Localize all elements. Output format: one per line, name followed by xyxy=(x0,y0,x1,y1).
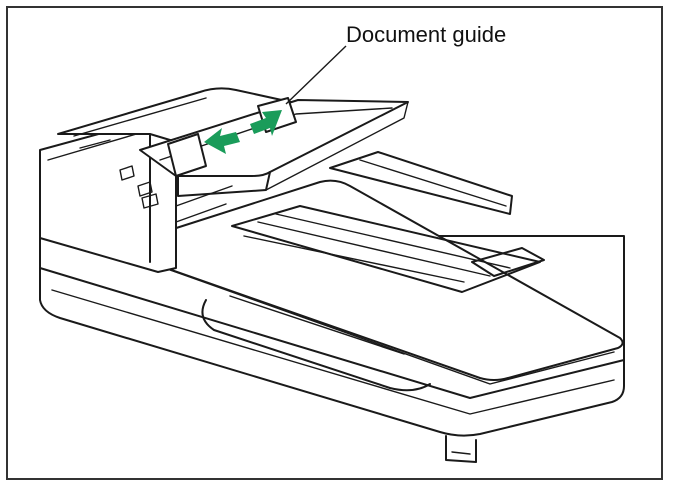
adf-unit xyxy=(39,87,301,273)
double-arrow-icon xyxy=(204,110,282,154)
callout-leader-line xyxy=(285,45,347,105)
output-tray xyxy=(329,151,513,215)
document-guide-label: Document guide xyxy=(346,22,507,47)
